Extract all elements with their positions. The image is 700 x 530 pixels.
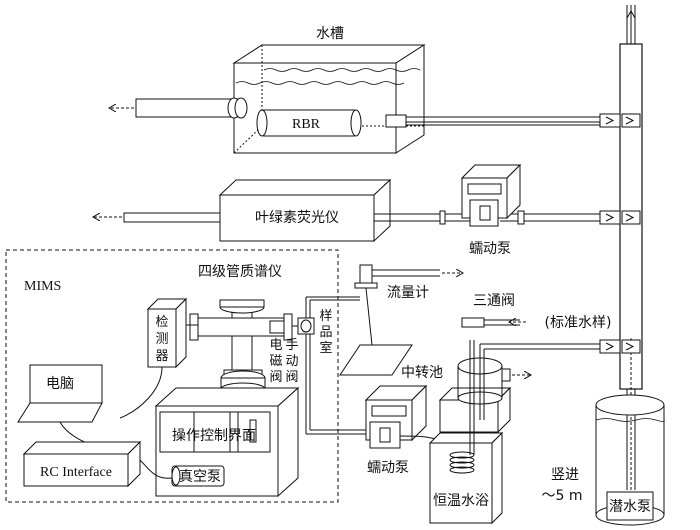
svg-text:阀: 阀 [285,370,298,385]
submersible-pump-label: 潜水泵 [609,499,651,515]
sample-chamber: 样 品 室 [319,309,332,356]
fluorometer: 叶绿素荧光仪 [218,178,392,243]
water-bucket: 潜水泵 竖进 ～5 m [542,394,665,526]
solenoid-manual-valve: 电 磁 阀 手 动 阀 [269,297,315,385]
vertical-intake-label: 竖进 [551,467,579,483]
svg-text:动: 动 [285,354,298,369]
water-tank-label: 水槽 [316,26,344,42]
control-interface-label: 操作控制界面 [172,428,256,444]
peristaltic-pump-bottom: 蠕动泵 [364,384,449,476]
tank-outflow-tube [110,97,248,119]
peristaltic-pump-top: 蠕动泵 [460,163,522,257]
detector-label-2: 测 [155,332,168,347]
rc-interface-label: RC Interface [40,465,112,480]
depth-label: ～5 m [542,488,583,504]
detector-label-3: 器 [155,349,168,364]
main-vertical-pipe [619,5,643,500]
peristaltic-pump-bottom-label: 蠕动泵 [367,460,409,476]
transfer-tank-label: 中转池 [401,365,443,381]
standard-sample-label: (标准水样) [545,315,612,331]
rbr-sensor: RBR [256,109,362,137]
peristaltic-pump-top-label: 蠕动泵 [469,241,511,257]
svg-text:阀: 阀 [269,370,282,385]
computer-label: 电脑 [46,376,74,392]
svg-text:电: 电 [269,338,282,353]
fluorometer-label: 叶绿素荧光仪 [255,209,339,226]
three-way-valve: 三通阀 (标准水样) [461,293,612,420]
rbr-inlet-pipe [385,114,600,128]
svg-text:品: 品 [319,325,332,340]
fluorometer-pipe [374,210,600,225]
thermostatic-bath: 恒温水浴 [428,431,504,525]
svg-text:样: 样 [319,309,332,324]
detector-label-1: 检 [155,315,168,330]
ms-cabinet: 操作控制界面 真空泵 [154,386,300,498]
flowmeter: 流量计 [339,264,462,376]
sample-tubing [305,296,370,435]
rbr-label: RBR [292,117,321,132]
fluorometer-outflow-tube [94,212,221,223]
computer: 电脑 [17,364,131,456]
flowmeter-label: 流量计 [387,285,429,301]
pipe-junctions [599,113,641,354]
three-way-valve-label: 三通阀 [473,293,515,309]
transfer-tank: 中转池 [401,340,530,455]
quadrupole-ms: 四级管质谱仪 [189,264,293,396]
svg-text:磁: 磁 [269,354,282,369]
svg-text:室: 室 [319,340,332,356]
mims-label: MIMS [24,279,61,294]
mims-frame [5,249,339,503]
thermostatic-bath-label: 恒温水浴 [433,493,489,509]
rc-interface: RC Interface [22,440,173,488]
quadrupole-ms-label: 四级管质谱仪 [198,264,282,280]
svg-text:手: 手 [285,338,298,353]
vacuum-pump-label: 真空泵 [179,469,221,485]
detector: 检 测 器 [119,297,198,419]
